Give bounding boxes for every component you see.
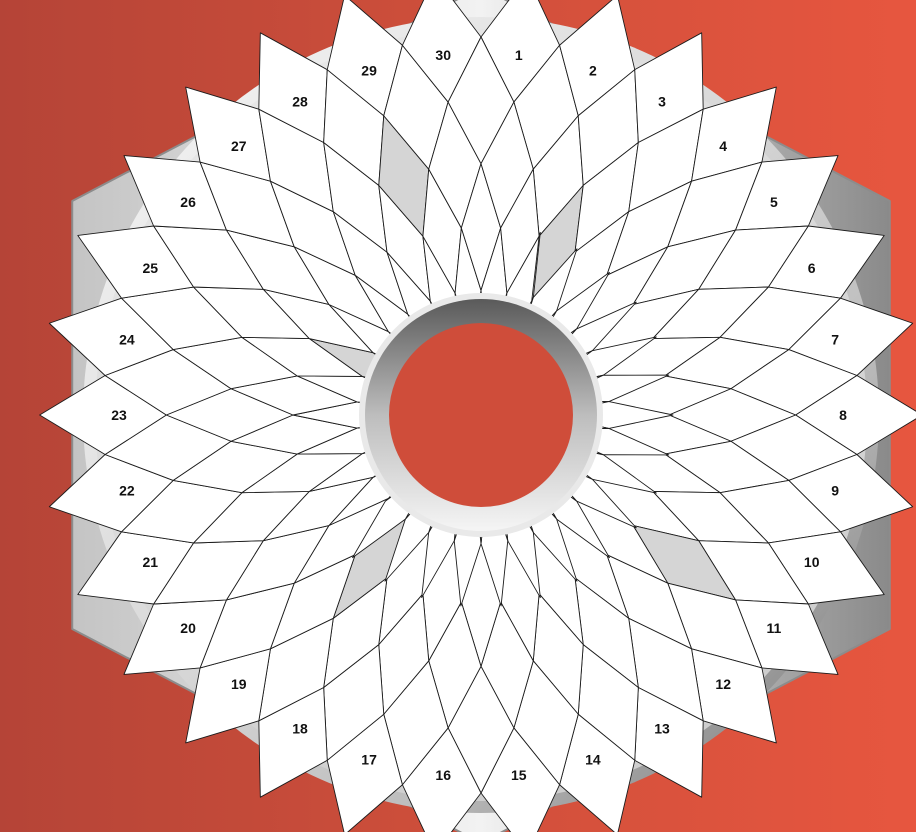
center-hole-icon <box>359 293 603 537</box>
hole-opening <box>389 323 573 507</box>
